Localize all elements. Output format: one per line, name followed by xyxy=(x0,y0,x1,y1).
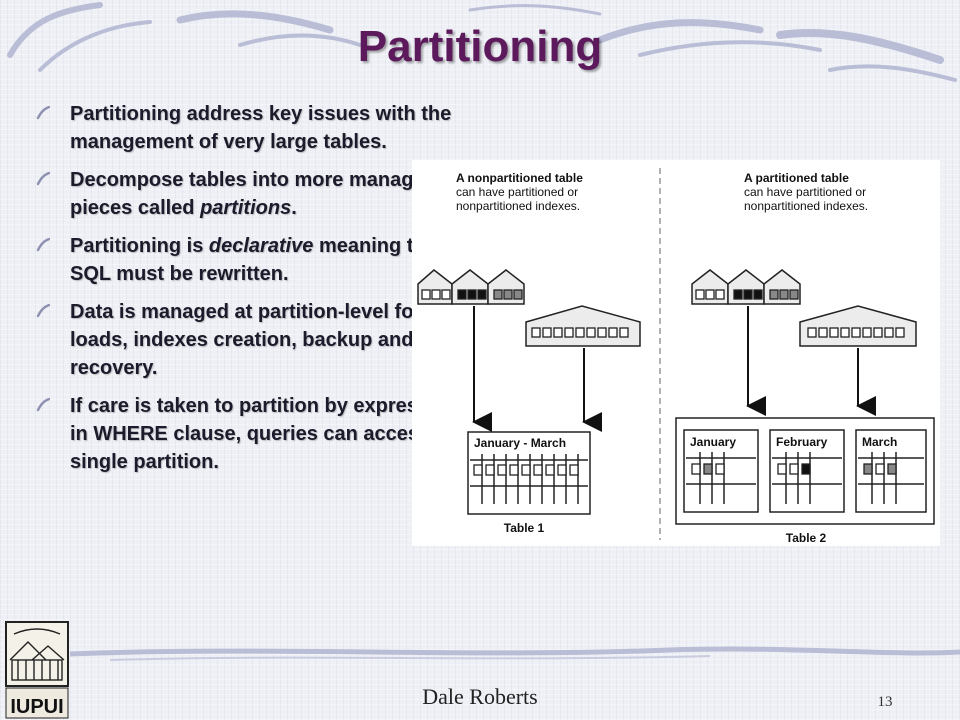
slide-title: Partitioning xyxy=(357,22,603,71)
bullet-item: Partitioning address key issues with the… xyxy=(36,100,476,156)
partition-february: February xyxy=(769,429,845,513)
page-number: 13 xyxy=(877,694,893,710)
left-heading: A nonpartitioned table xyxy=(456,171,583,185)
right-heading: A partitioned table xyxy=(744,171,849,185)
bullet-swoosh-icon xyxy=(36,398,50,412)
partitioning-diagram: A nonpartitioned table can have partitio… xyxy=(412,160,940,546)
left-subheading: nonpartitioned indexes. xyxy=(456,199,580,213)
bullet-emphasis: declarative xyxy=(208,235,314,257)
bullet-emphasis: partitions xyxy=(200,197,292,219)
bullet-item: Decompose tables into more manageable pi… xyxy=(36,166,476,222)
header-swirl-decoration xyxy=(7,2,957,82)
bullet-text: If care is taken to partition by express… xyxy=(70,395,471,473)
bullet-text: . xyxy=(291,197,297,219)
left-table-label: January - March xyxy=(474,436,566,450)
footer-swirl-decoration xyxy=(70,646,960,661)
right-nonpartitioned-index xyxy=(799,305,917,347)
bullet-swoosh-icon xyxy=(36,238,50,252)
author-name: Dale Roberts xyxy=(422,684,538,709)
bullet-text: Data is managed at partition-level for l… xyxy=(70,301,422,379)
diagram-canvas: A nonpartitioned table can have partitio… xyxy=(417,168,935,545)
bullet-swoosh-icon xyxy=(36,172,50,186)
partition-march: March xyxy=(855,429,927,513)
left-caption: Table 1 xyxy=(504,521,545,535)
bullet-text: Decompose tables into more manageable pi… xyxy=(70,169,465,219)
bullet-item: Partitioning is declarative meaning that… xyxy=(36,232,476,288)
right-subheading: nonpartitioned indexes. xyxy=(744,199,868,213)
bullet-item: If care is taken to partition by express… xyxy=(36,392,476,476)
left-nonpartitioned-index xyxy=(525,305,641,347)
partition-label: March xyxy=(862,435,897,449)
bullet-text: Partitioning is xyxy=(70,235,209,257)
left-subheading: can have partitioned or xyxy=(456,185,578,199)
right-caption: Table 2 xyxy=(786,531,827,545)
iupui-logo: IUPUI xyxy=(5,621,69,719)
logo-text: IUPUI xyxy=(10,696,63,718)
left-table: January - March xyxy=(467,431,591,515)
bullet-swoosh-icon xyxy=(36,106,50,120)
right-subheading: can have partitioned or xyxy=(744,185,866,199)
partition-label: February xyxy=(776,435,828,449)
bullet-text: Partitioning address key issues with the… xyxy=(70,103,452,153)
right-index-cells xyxy=(695,289,799,300)
bullet-swoosh-icon xyxy=(36,304,50,318)
bullet-list: Partitioning address key issues with the… xyxy=(36,100,476,486)
partition-january: January xyxy=(683,429,759,513)
bullet-item: Data is managed at partition-level for l… xyxy=(36,298,476,382)
left-index-cells xyxy=(421,289,523,300)
partition-label: January xyxy=(690,435,736,449)
